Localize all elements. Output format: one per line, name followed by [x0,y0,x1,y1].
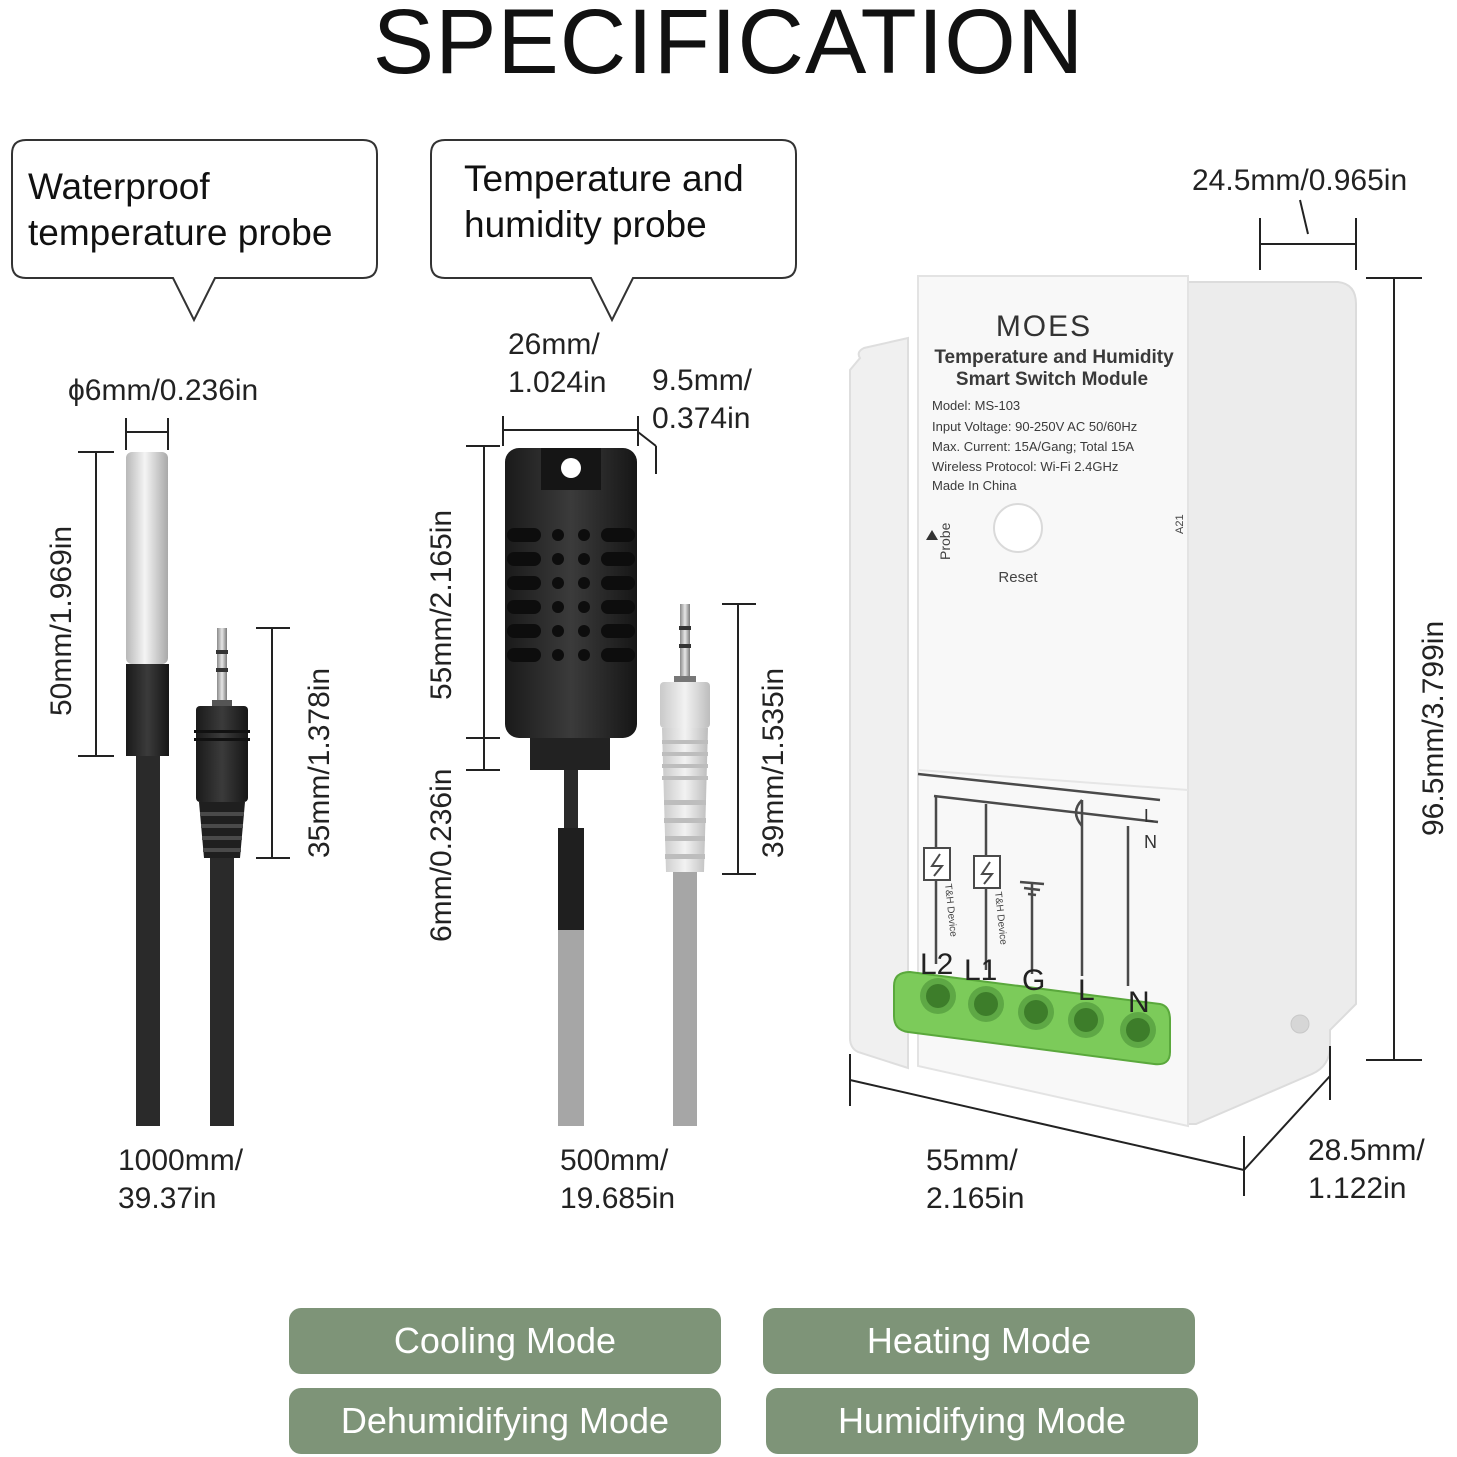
dim-lines-module [849,199,1422,1196]
waterproof-probe [126,452,169,1126]
dim-width26: 26mm/ 1.024in [508,328,607,399]
humidifying-mode-badge: Humidifying Mode [766,1388,1198,1454]
module-name-2: Smart Switch Module [956,369,1148,390]
terminal-label-g: G [1022,964,1045,997]
jack-plug-grey [660,604,710,1126]
page-title: SPECIFICATION [372,0,1085,93]
switch-module [849,275,1357,1128]
probe-cable [136,756,160,1126]
dim-probe-length: 50mm/1.969in [45,525,78,716]
terminal-screws [920,978,1156,1048]
terminal-label-l: L [1078,974,1095,1007]
bubble-line: Waterproof [28,166,210,207]
waterproof-probe-title: Waterproof temperature probe [28,164,332,256]
dim-module-width: 55mm/ 2.165in [926,1144,1025,1215]
bubble-line: temperature probe [28,212,333,253]
dim-module-tab: 24.5mm/0.965in [1192,164,1408,197]
probe-port-arrow [926,530,938,540]
dehumidifying-mode-badge: Dehumidifying Mode [289,1388,721,1454]
vent-slots [507,528,635,662]
probe-sleeve [126,664,169,756]
steel-tip [126,452,168,664]
humidity-probe-title: Temperature and humidity probe [464,156,744,248]
dim-jack2: 39mm/1.535in [757,667,790,858]
terminal-label-n: N [1128,986,1150,1019]
spec-line: Made In China [932,478,1017,493]
spec-line: Wireless Protocol: Wi-Fi 2.4GHz [932,459,1118,474]
line-l-label: L [1144,806,1154,826]
module-labels: MOES Temperature and Humidity Smart Swit… [920,310,1186,1019]
jack-plug-black [194,628,250,1126]
dim-cable1: 1000mm/ 39.37in [118,1144,244,1215]
probe-port-label: Probe [937,522,953,560]
brand-logo: MOES [996,310,1092,343]
terminal-label-l1: L1 [964,954,997,987]
dim-module-height: 96.5mm/3.799in [1417,620,1450,836]
line-n-label: N [1144,832,1157,852]
waterproof-probe-bubble [11,139,378,323]
dim-neck6: 6mm/0.236in [425,768,458,942]
spec-line: Max. Current: 15A/Gang; Total 15A [932,439,1134,454]
dim-module-depth: 28.5mm/ 1.122in [1308,1134,1425,1205]
reset-label: Reset [998,569,1038,586]
spec-line: Input Voltage: 90-250V AC 50/60Hz [932,419,1137,434]
reset-button-shape [993,503,1043,553]
dim-jack1: 35mm/1.378in [303,667,336,858]
dim-length55: 55mm/2.165in [425,509,458,700]
dim-diameter: ϕ6mm/0.236in [68,374,259,407]
terminal-label-l2: L2 [920,948,953,981]
spec-line: Model: MS-103 [932,398,1020,413]
bubble-line: Temperature and [464,158,744,199]
humidity-probe-bubble [430,139,797,323]
bubble-line: humidity probe [464,204,707,245]
dim-depth95: 9.5mm/ 0.374in [652,364,753,435]
side-code: A21 [1174,514,1186,534]
dim-lines-probe1 [78,418,290,859]
heating-mode-badge: Heating Mode [763,1308,1195,1374]
dim-cable2: 500mm/ 19.685in [560,1144,676,1215]
dim-lines-probe2 [466,416,756,875]
module-name-1: Temperature and Humidity [934,347,1174,368]
device-symbols [923,847,1001,889]
humidity-probe [505,448,637,1126]
cooling-mode-badge: Cooling Mode [289,1308,721,1374]
vent-holes [552,529,590,661]
